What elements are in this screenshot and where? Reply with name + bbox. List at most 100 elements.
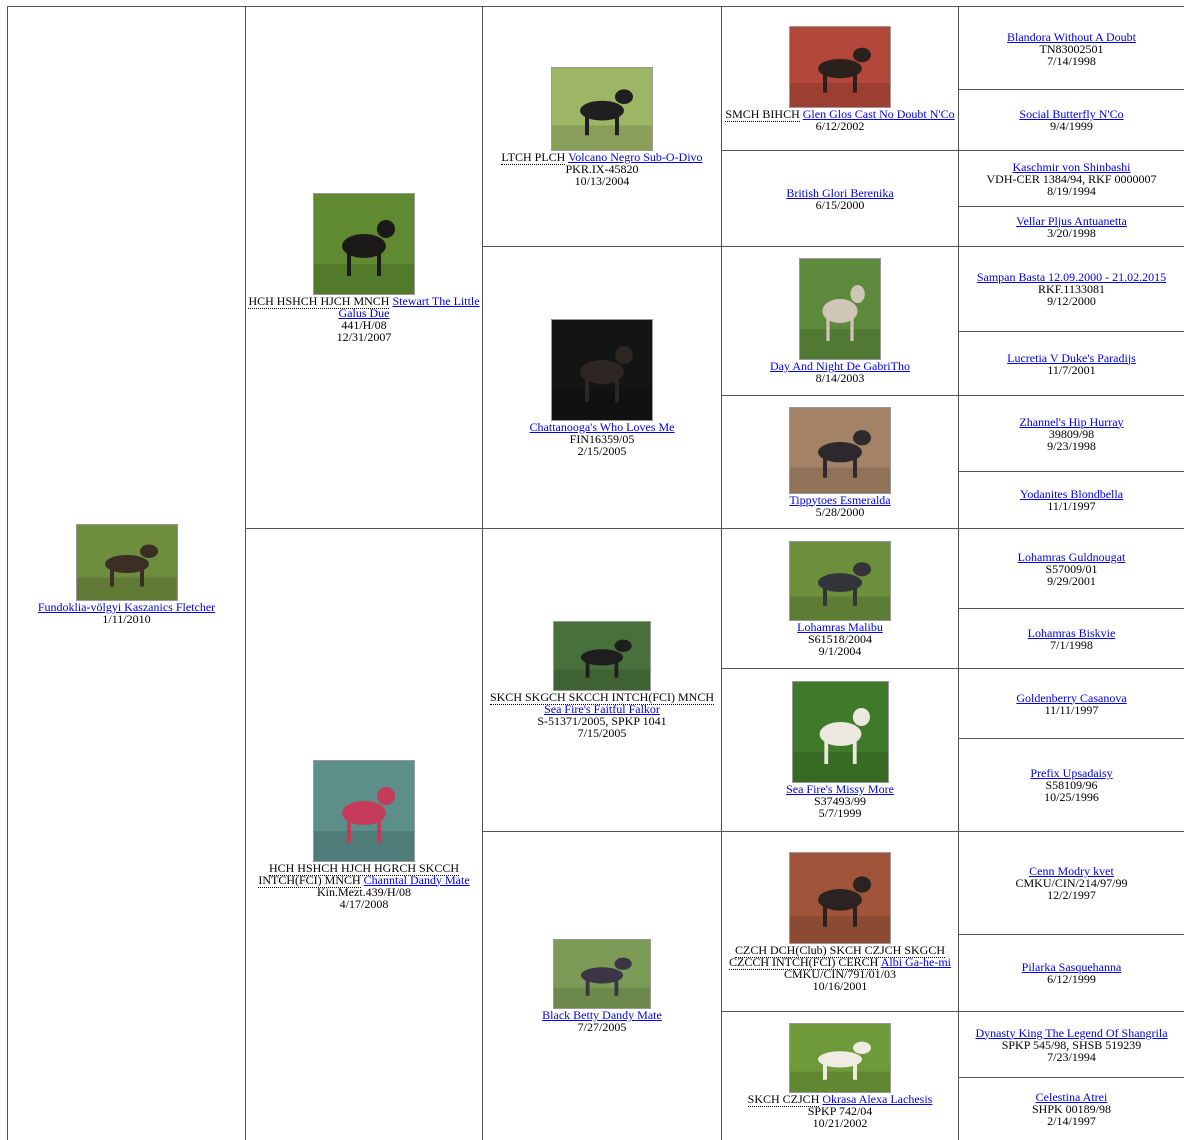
dog-name-link[interactable]: Channtal Dandy Mate [363,872,470,887]
dog-photo[interactable] [75,523,178,601]
dog-name-line: Kaschmir von Shinbashi [961,161,1182,173]
table-border [721,150,958,151]
dog-name-link[interactable]: Albi Ga-he-mi [880,954,951,969]
dog-name-line: Cenn Modry kvet [961,865,1182,877]
dog-photo[interactable] [553,939,651,1009]
dog-name-line: Zhannel's Hip Hurray [961,416,1182,428]
birth-date: 12/2/1997 [1047,888,1096,902]
registration-number: SPKP 545/98, SHSB 519239 [1001,1037,1142,1052]
dog-name-link[interactable]: Day And Night De GabriTho [770,359,910,373]
dog-name-link[interactable]: Fundoklia-völgyi Kaszanics Fletcher [37,599,216,614]
dog-photo[interactable] [789,26,891,108]
dog-photo[interactable] [551,67,653,151]
registration-number: 39809/98 [1048,426,1095,441]
dog-name-link[interactable]: Glen Glos Cast No Doubt N'Co [802,107,955,121]
dog-name-link[interactable]: Lohamras Guldnougat [1017,549,1126,564]
table-border [721,246,958,247]
table-border [958,395,1184,396]
dog-photo[interactable] [789,851,891,944]
dog-name-link[interactable]: Vellar Pljus Antuanetta [1016,213,1127,228]
birth-date: 7/1/1998 [1050,637,1093,652]
table-border [721,831,958,832]
table-border [721,395,958,396]
dog-name-link[interactable]: Sea Fire's Missy More [786,782,894,796]
birth-date: 9/1/2004 [818,643,862,658]
table-border [958,246,1184,247]
dog-name-link[interactable]: Chattanooga's Who Loves Me [529,419,675,434]
dog-photo[interactable] [313,759,415,862]
dog-photo[interactable] [313,193,415,295]
dog-name-link[interactable]: Cenn Modry kvet [1029,864,1114,878]
registration-number: S57009/01 [1045,561,1098,576]
dog-name-link[interactable]: Social Butterfly N'Co [1019,107,1124,121]
dog-name-line: Lohamras Malibu [724,621,956,633]
dog-photo[interactable] [791,681,889,783]
dog-titles: LTCH PLCH [501,150,566,165]
dog-titles: SKCH CZJCH [747,1092,820,1107]
dog-photo[interactable] [789,406,891,494]
dog-name-line: Fundoklia-völgyi Kaszanics Fletcher [10,601,243,613]
dog-name-link[interactable]: Yodanites Blondbella [1019,487,1124,501]
table-border [482,246,721,247]
dog-name-line: Social Butterfly N'Co [961,108,1182,120]
dog-name-link[interactable]: Pilarka Sasquehanna [1021,960,1122,974]
dog-name-link[interactable]: Black Betty Dandy Mate [542,1008,662,1022]
dog-name-line: Black Betty Dandy Mate [485,1009,719,1021]
dog-photo[interactable] [789,1023,891,1093]
dog-name-link[interactable]: Kaschmir von Shinbashi [1012,159,1131,174]
dog-name-link[interactable]: Lohamras Malibu [797,619,883,634]
birth-date: 6/15/2000 [815,197,865,212]
dog-name-link[interactable]: Tippytoes Esmeralda [789,492,891,507]
dog-name-link[interactable]: British Glori Berenika [786,185,894,200]
dog-photo[interactable] [789,540,891,621]
dog-name-link[interactable]: Lucretia V Duke's Paradijs [1007,350,1136,365]
dog-photo[interactable] [551,318,653,421]
dog-name-link[interactable]: Dynasty King The Legend Of Shangrila [975,1025,1168,1040]
dog-name-link[interactable]: Prefix Upsadaisy [1030,766,1113,780]
registration-number: Kin.Mezt.439/H/08 [317,884,411,899]
birth-date: 11/11/1997 [1044,702,1099,717]
dog-name-link[interactable]: Zhannel's Hip Hurray [1019,414,1124,429]
dog-name-line: Blandora Without A Doubt [961,31,1182,43]
dog-name-link[interactable]: Celestina Atrei [1035,1090,1108,1104]
dog-name-link[interactable]: Volcano Negro Sub-O-Divo [568,150,703,164]
registration-number: S58109/96 [1045,778,1098,792]
table-border [958,934,1184,935]
dog-entry: HCH HSHCH HJCH HGRCH SKCCH INTCH(FCI) MN… [246,759,482,910]
table-border [958,89,1184,90]
dog-name-link[interactable]: Blandora Without A Doubt [1007,29,1136,44]
dog-photo[interactable] [799,258,881,360]
dog-entry: HCH HSHCH HJCH MNCH Stewart The Little G… [246,193,482,343]
dog-name-link[interactable]: Sea Fire's Faitful Falkor [544,702,660,716]
dog-entry: CZCH DCH(Club) SKCH CZJCH SKGCH CZCCH IN… [722,851,958,992]
dog-photo[interactable] [553,621,651,691]
table-border [482,528,721,529]
dog-name-link[interactable]: Stewart The Little Galus Due [338,294,480,320]
dog-name-line: SKCH SKGCH SKCCH INTCH(FCI) MNCH Sea Fir… [485,690,719,716]
dog-name-link[interactable]: Lohamras Biskvie [1027,625,1116,640]
dog-name-link[interactable]: Goldenberry Casanova [1016,690,1127,705]
dog-name-link[interactable]: Okrasa Alexa Lachesis [822,1092,933,1106]
dog-name-link[interactable]: Sampan Basta 12.09.2000 - 21.02.2015 [976,270,1167,284]
dog-name-line: Lucretia V Duke's Paradijs [961,352,1182,364]
